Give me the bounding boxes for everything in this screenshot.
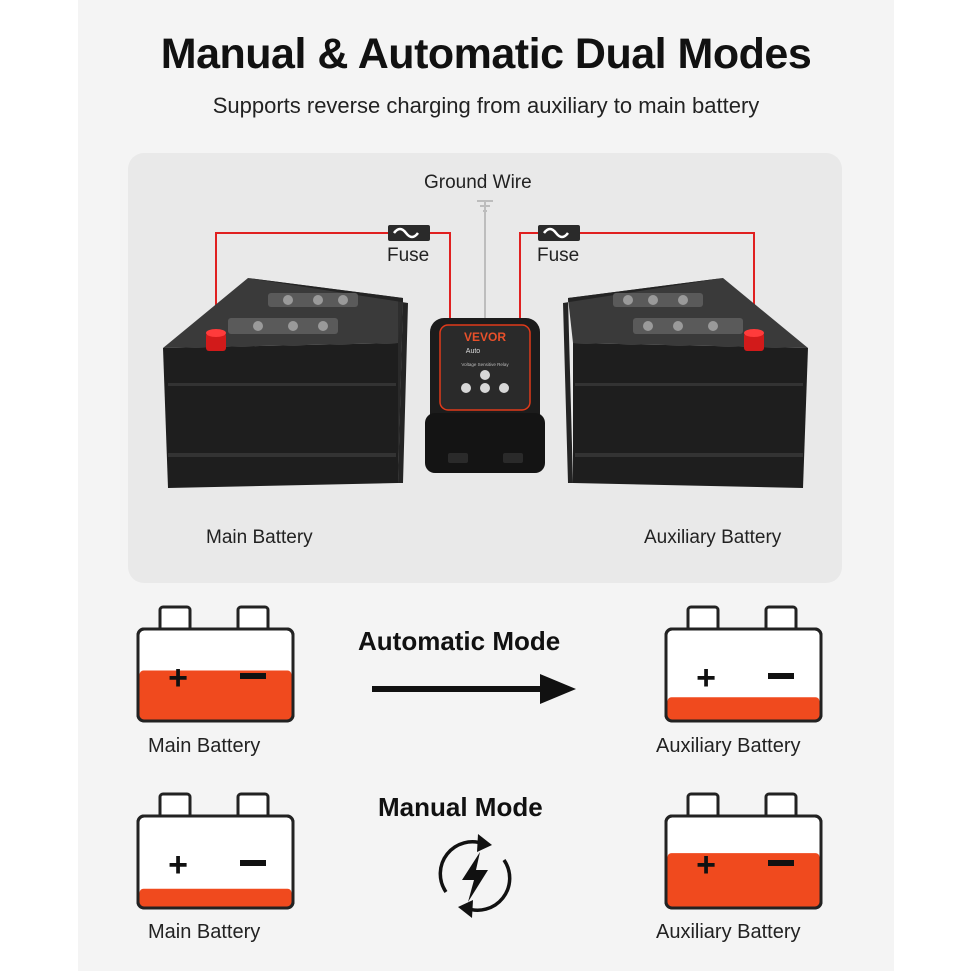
automatic-mode-title: Automatic Mode: [358, 626, 561, 656]
page-subtitle: Supports reverse charging from auxiliary…: [212, 93, 760, 118]
fuse-right-icon: [538, 225, 580, 241]
manual-main-battery-icon: +: [136, 792, 295, 910]
manual-aux-battery-icon: +: [664, 792, 823, 910]
vevor-relay-device: [425, 318, 545, 473]
wiring-illustration: VEVOR Auto Voltage Sensitive Relay: [163, 200, 808, 488]
right-red-wire: [519, 232, 755, 338]
auxiliary-battery-image: [563, 278, 808, 488]
manual-switch-lightning-icon: [438, 834, 512, 918]
auto-aux-battery-label: Auxiliary Battery: [656, 735, 801, 757]
device-panel-text: Voltage Sensitive Relay: [461, 362, 509, 367]
aux-battery-label: Auxiliary Battery: [644, 527, 782, 548]
plus-sign-icon: +: [696, 659, 716, 697]
fuse-right-label: Fuse: [537, 245, 580, 266]
wiring-diagram: VEVOR Auto Voltage Sensitive Relay Groun…: [128, 153, 842, 583]
fuse-left-icon: [388, 225, 430, 241]
minus-sign-icon: [240, 673, 266, 679]
auto-main-battery-label: Main Battery: [148, 735, 261, 757]
device-brand: VEVOR: [464, 330, 506, 344]
left-red-wire: [215, 232, 451, 338]
main-battery-image: [163, 278, 408, 488]
auto-aux-battery-icon: +: [664, 605, 823, 723]
manual-mode-title: Manual Mode: [378, 792, 543, 822]
manual-main-battery-label: Main Battery: [148, 921, 261, 943]
minus-sign-icon: [768, 673, 794, 679]
device-mode-text: Auto: [466, 348, 481, 355]
page-title: Manual & Automatic Dual Modes: [160, 30, 812, 78]
arrow-right-icon: [372, 674, 576, 704]
main-battery-label: Main Battery: [206, 527, 313, 548]
plus-sign-icon: +: [696, 846, 716, 884]
plus-sign-icon: +: [168, 846, 188, 884]
auto-main-battery-icon: +: [136, 605, 295, 723]
manual-aux-battery-label: Auxiliary Battery: [656, 921, 801, 943]
minus-sign-icon: [768, 860, 794, 866]
minus-sign-icon: [240, 860, 266, 866]
ground-wire-label: Ground Wire: [424, 172, 532, 193]
plus-sign-icon: +: [168, 659, 188, 697]
fuse-left-label: Fuse: [387, 245, 430, 266]
